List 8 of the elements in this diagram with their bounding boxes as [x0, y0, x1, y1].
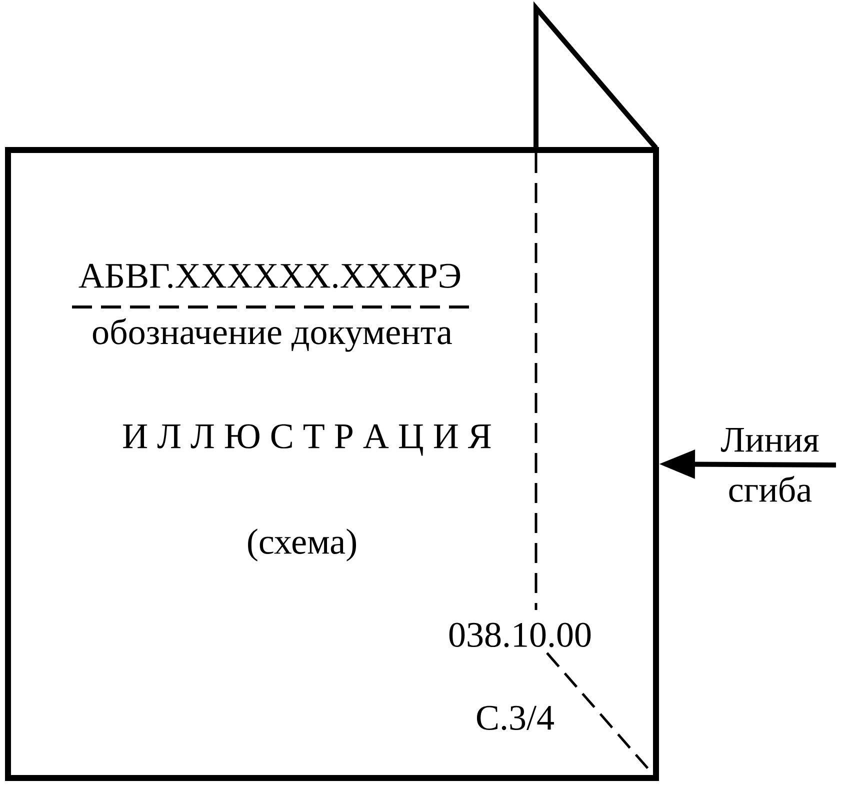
document-caption: обозначение документа — [92, 318, 452, 352]
scheme-note: (схема) — [248, 528, 356, 562]
document-code: АБВГ.XXXXXX.XXXРЭ — [78, 264, 460, 288]
sheet-frame — [5, 147, 659, 781]
page-number: С.3/4 — [476, 706, 554, 730]
illustration-title: И Л Л Ю С Т Р А Ц И Я — [123, 424, 491, 456]
fold-line-label: Линия сгиба — [720, 428, 819, 502]
sheet-number: 038.10.00 — [449, 622, 591, 648]
